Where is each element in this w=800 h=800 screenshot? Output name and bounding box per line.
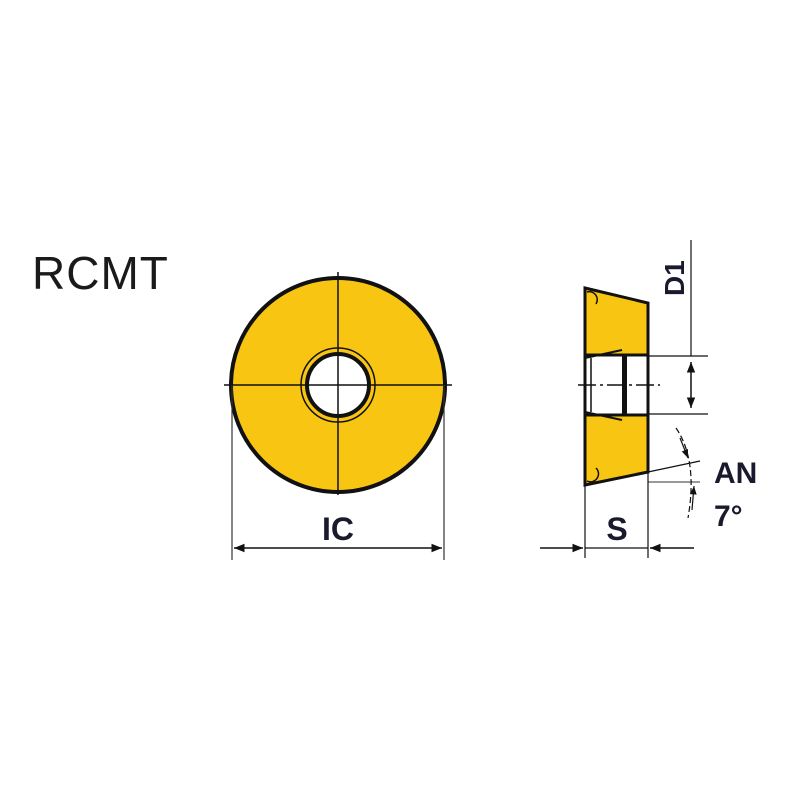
top-view: IC: [224, 272, 452, 560]
s-label: S: [606, 511, 627, 547]
upper-section: [583, 286, 650, 357]
ic-label: IC: [322, 511, 354, 547]
lower-section: [583, 413, 650, 487]
side-view: D1 AN 7° S: [540, 240, 757, 558]
d1-label: D1: [659, 260, 690, 296]
angle-line: [647, 460, 701, 473]
angle-value-label: 7°: [714, 500, 743, 533]
an-label: AN: [714, 457, 757, 490]
insert-type-title: RCMT: [32, 247, 169, 299]
